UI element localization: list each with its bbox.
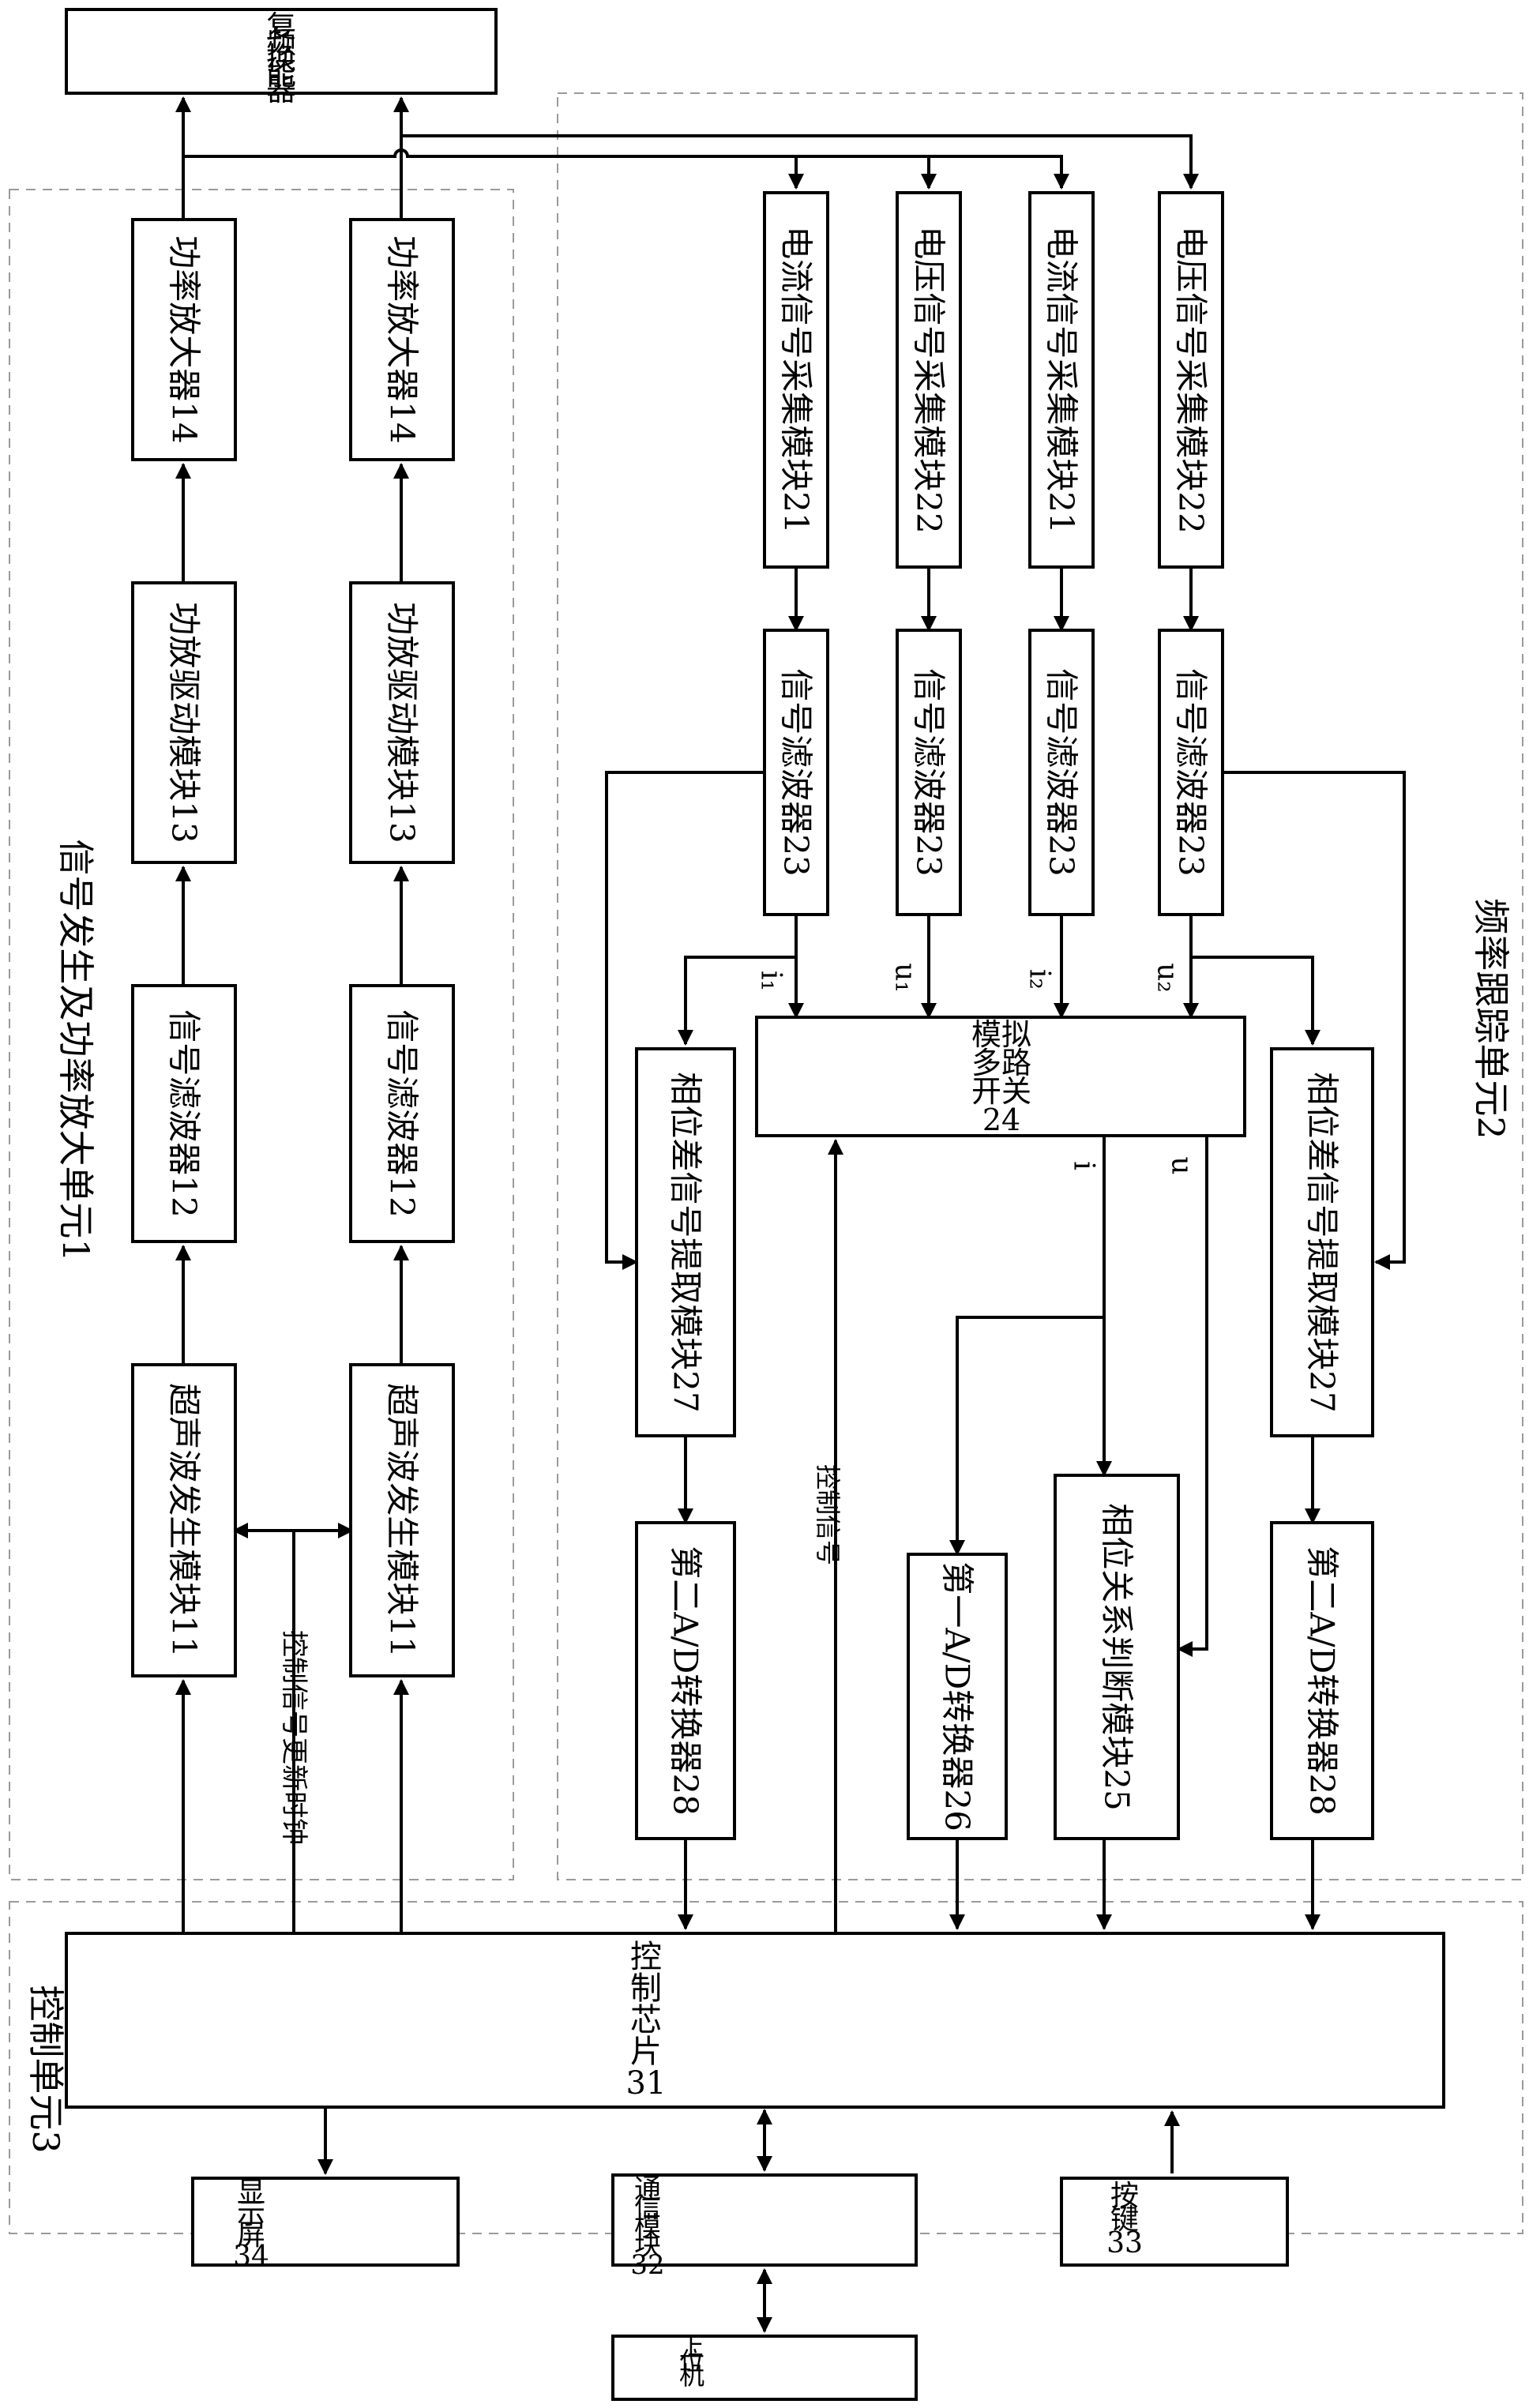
pa-drive-label-b: 功放驱动模块13: [383, 602, 422, 843]
keys-label: 按键33: [1106, 2180, 1143, 2260]
signal-filter-23-label-1: 信号滤波器23: [777, 668, 816, 876]
host-box: [613, 2336, 916, 2399]
current-acq-label-a: 电流信号采集模块21: [777, 226, 816, 533]
voltage-acq-label-a: 电压信号采集模块22: [910, 226, 949, 533]
adc2-label-left: 第二A/D转换器28: [667, 1546, 705, 1816]
pa-drive-label-a: 功放驱动模块13: [165, 602, 204, 843]
comm-label: 通信模块32: [630, 2173, 664, 2281]
signal-filter-12-label-b: 信号滤波器12: [383, 1009, 422, 1217]
signal-filter-12-label-a: 信号滤波器12: [165, 1009, 204, 1217]
phase-judge-label: 相位关系判断模块25: [1098, 1503, 1136, 1810]
display-label: 显示屏34: [233, 2177, 269, 2273]
host-label: 上位机: [679, 2332, 704, 2391]
unit2-title: 频率跟踪单元2: [1470, 898, 1512, 1139]
i1-label: i₁: [755, 971, 787, 991]
i2-label: i₂: [1024, 969, 1056, 990]
u1-label: u₁: [889, 963, 922, 993]
voltage-acq-label-b: 电压信号采集模块22: [1172, 226, 1211, 533]
control-chip-label: 控制芯片31: [626, 1939, 667, 2102]
transducer-label: 复频换能器: [266, 9, 296, 107]
control-chip-box: [66, 1933, 1444, 2107]
unit1-title: 信号发生及功率放大单元1: [54, 839, 97, 1261]
u-label: u: [1166, 1156, 1198, 1174]
power-amplifier-label-b: 功率放大器14: [383, 235, 422, 443]
power-amplifier-label-a: 功率放大器14: [165, 235, 204, 443]
control-signal-label: 控制信号: [813, 1464, 843, 1565]
signal-filter-23-label-2: 信号滤波器23: [910, 668, 949, 876]
unit3-title: 控制单元3: [24, 1985, 67, 2153]
adc1-label: 第一A/D转换器26: [938, 1561, 977, 1831]
phase-diff-extract-label-left: 相位差信号提取模块27: [667, 1072, 705, 1412]
ultrasonic-gen-label-b: 超声波发生模块11: [383, 1383, 422, 1657]
current-acq-label-b: 电流信号采集模块21: [1042, 226, 1081, 533]
ultrasonic-gen-label-a: 超声波发生模块11: [165, 1383, 204, 1657]
signal-filter-23-label-3: 信号滤波器23: [1042, 668, 1081, 876]
adc2-label-right: 第二A/D转换器28: [1303, 1546, 1342, 1816]
phase-diff-extract-label-right: 相位差信号提取模块27: [1303, 1072, 1342, 1412]
clock-label: 控制信号更新时钟: [278, 1630, 310, 1845]
i-label: i: [1068, 1161, 1100, 1170]
keys-box: [1061, 2178, 1287, 2265]
u2-label: u₂: [1151, 963, 1184, 993]
signal-filter-23-label-4: 信号滤波器23: [1172, 668, 1211, 876]
